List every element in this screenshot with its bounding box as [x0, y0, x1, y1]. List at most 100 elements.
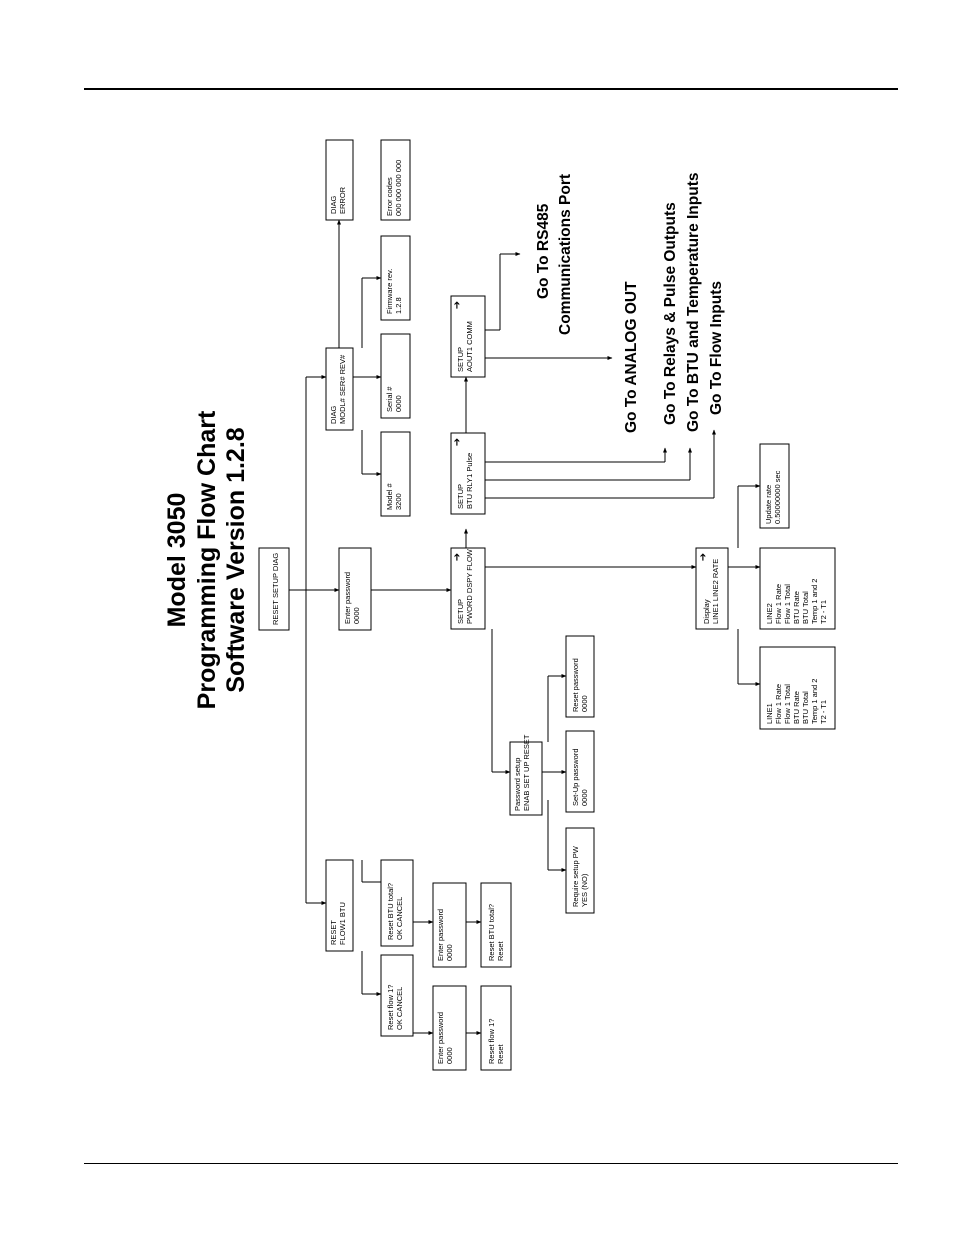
node-diag: DIAG MODL# SER# REV#	[325, 347, 354, 431]
svg-text:DIAG: DIAG	[329, 405, 338, 424]
node-setup-main: SETUP PWORD DSPY FLOW ➔	[450, 547, 486, 630]
svg-text:BTU RLY1 Pulse: BTU RLY1 Pulse	[465, 453, 474, 509]
svg-text:0000: 0000	[580, 789, 589, 806]
node-reset-flow1: Reset flow 1? OK CANCEL	[380, 954, 414, 1037]
svg-text:Reset: Reset	[496, 940, 505, 961]
node-setup-aout: SETUP AOUT1 COMM ➔	[450, 295, 486, 378]
svg-text:Go To Relays & Pulse Outputs: Go To Relays & Pulse Outputs	[662, 202, 679, 425]
svg-text:Flow 1 Rate: Flow 1 Rate	[774, 684, 783, 724]
connectors	[289, 219, 761, 1035]
svg-text:OK CANCEL: OK CANCEL	[395, 897, 404, 940]
svg-text:Error codes: Error codes	[385, 177, 394, 216]
node-require-setup-pw: Require setup PW YES (NO)	[565, 827, 595, 914]
goto-flow-inputs-label: Go To Flow Inputs	[708, 281, 725, 415]
svg-text:1.2.8: 1.2.8	[394, 297, 403, 314]
goto-btu-temp-label: Go To BTU and Temperature Inputs	[685, 173, 702, 433]
node-setup-password: Set-Up password 0000	[565, 730, 595, 813]
svg-text:0000: 0000	[580, 695, 589, 712]
node-password-setup: Password setup ENAB SET UP RESET	[509, 734, 543, 816]
svg-text:000 000 000 000: 000 000 000 000	[394, 160, 403, 216]
node-line2: LINE2 Flow 1 Rate Flow 1 Total BTU Rate …	[759, 547, 836, 630]
svg-text:➔: ➔	[452, 553, 463, 561]
node-model: Model # 3200	[380, 431, 411, 517]
footer-rule	[84, 1163, 898, 1164]
svg-text:T2 - T1: T2 - T1	[819, 600, 828, 624]
node-reset: RESET FLOW1 BTU	[325, 859, 354, 952]
svg-text:BTU Total: BTU Total	[801, 591, 810, 624]
svg-text:0000: 0000	[445, 1047, 454, 1064]
svg-text:0000: 0000	[445, 944, 454, 961]
svg-text:Flow 1 Total: Flow 1 Total	[783, 584, 792, 624]
svg-text:➔: ➔	[452, 301, 463, 309]
svg-text:Firmware rev.: Firmware rev.	[385, 269, 394, 314]
node-diag-error: DIAG ERROR	[325, 139, 354, 221]
node-reset-password: Reset password 0000	[565, 635, 595, 718]
svg-text:SETUP: SETUP	[456, 599, 465, 624]
svg-text:T2 - T1: T2 - T1	[819, 700, 828, 724]
svg-text:Go To ANALOG OUT: Go To ANALOG OUT	[623, 281, 640, 433]
svg-text:Enter password: Enter password	[436, 1012, 445, 1064]
svg-text:LINE2: LINE2	[765, 603, 774, 624]
svg-text:BTU Total: BTU Total	[801, 691, 810, 724]
node-reset-flow1-confirm: Reset flow 1? Reset	[480, 985, 512, 1071]
svg-text:LINE1 LINE2 RATE: LINE1 LINE2 RATE	[711, 559, 720, 624]
goto-analog-out-label: Go To ANALOG OUT	[623, 281, 640, 433]
node-display: Display LINE1 LINE2 RATE ➔	[695, 547, 729, 630]
node-line1: LINE1 Flow 1 Rate Flow 1 Total BTU Rate …	[759, 646, 836, 730]
goto-rs485-label: Go To RS485	[535, 203, 552, 299]
svg-text:Display: Display	[702, 599, 711, 624]
svg-text:YES (NO): YES (NO)	[580, 873, 589, 907]
svg-text:BTU Rate: BTU Rate	[792, 691, 801, 724]
svg-text:LINE1: LINE1	[765, 703, 774, 724]
svg-text:Flow 1 Total: Flow 1 Total	[783, 684, 792, 724]
node-reset-btu: Reset BTU total? OK CANCEL	[380, 859, 414, 947]
svg-text:Reset flow 1?: Reset flow 1?	[487, 1019, 496, 1064]
svg-text:Flow 1 Rate: Flow 1 Rate	[774, 584, 783, 624]
node-serial: Serial # 0000	[380, 333, 411, 419]
svg-text:RESET: RESET	[329, 920, 338, 945]
svg-text:Go To BTU and Temperature Inpu: Go To BTU and Temperature Inputs	[685, 173, 702, 433]
svg-text:DIAG: DIAG	[329, 195, 338, 214]
svg-text:Go To Flow Inputs: Go To Flow Inputs	[708, 281, 725, 415]
node-reset-flow1-password: Enter password 0000	[432, 985, 467, 1071]
svg-text:RESET SETUP DIAG: RESET SETUP DIAG	[271, 553, 280, 625]
goto-comm-port-label: Communications Port	[557, 174, 574, 335]
svg-text:MODL# SER# REV#: MODL# SER# REV#	[338, 354, 347, 424]
svg-text:Enter password: Enter password	[343, 572, 352, 624]
node-reset-btu-password: Enter password 0000	[432, 882, 467, 968]
svg-text:Reset password: Reset password	[571, 658, 580, 712]
node-root: RESET SETUP DIAG	[258, 547, 290, 631]
svg-text:➔: ➔	[698, 553, 709, 561]
node-setup-btu: SETUP BTU RLY1 Pulse ➔	[450, 432, 486, 515]
svg-text:ERROR: ERROR	[338, 186, 347, 214]
svg-text:ENAB SET UP RESET: ENAB SET UP RESET	[522, 734, 531, 811]
title-line-2: Programming Flow Chart	[193, 410, 221, 709]
svg-text:SETUP: SETUP	[456, 347, 465, 372]
svg-text:Set-Up password: Set-Up password	[571, 748, 580, 806]
svg-text:Communications Port: Communications Port	[557, 174, 574, 335]
svg-text:Password setup: Password setup	[513, 758, 522, 811]
node-error-codes: Error codes 000 000 000 000	[380, 139, 411, 221]
svg-text:3200: 3200	[394, 493, 403, 510]
svg-text:Reset BTU total?: Reset BTU total?	[487, 904, 496, 961]
svg-text:AOUT1 COMM: AOUT1 COMM	[465, 321, 474, 372]
svg-text:➔: ➔	[452, 438, 463, 446]
title-line-1: Model 3050	[163, 493, 191, 628]
node-reset-btu-confirm: Reset BTU total? Reset	[480, 882, 512, 968]
svg-text:Reset flow 1?: Reset flow 1?	[386, 985, 395, 1030]
svg-text:0000: 0000	[352, 607, 361, 624]
svg-text:PWORD DSPY FLOW: PWORD DSPY FLOW	[465, 548, 474, 624]
svg-text:Enter password: Enter password	[436, 909, 445, 961]
svg-text:FLOW1 BTU: FLOW1 BTU	[338, 902, 347, 945]
title-line-3: Software Version 1.2.8	[222, 427, 250, 692]
goto-relays-label: Go To Relays & Pulse Outputs	[662, 202, 679, 425]
svg-text:OK CANCEL: OK CANCEL	[395, 987, 404, 1030]
svg-text:0.50000000 sec: 0.50000000 sec	[773, 470, 782, 524]
svg-text:Model 3050: Model 3050	[163, 493, 191, 628]
svg-text:Model #: Model #	[385, 482, 394, 510]
node-update-rate: Update rate 0.50000000 sec	[759, 443, 790, 529]
svg-text:Go To RS485: Go To RS485	[535, 203, 552, 299]
svg-text:Reset: Reset	[496, 1043, 505, 1064]
